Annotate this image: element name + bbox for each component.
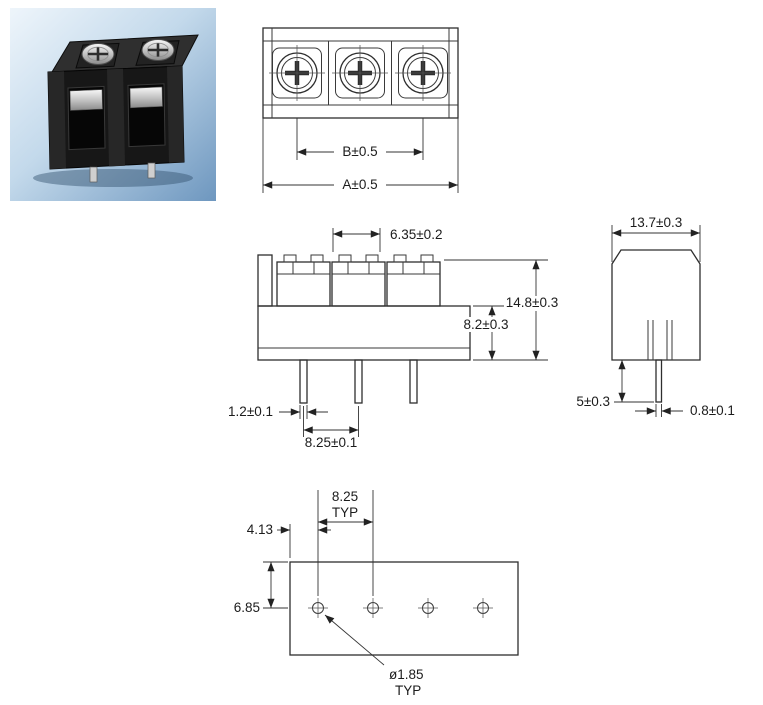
- pin: [89, 166, 98, 183]
- pin: [354, 359, 363, 404]
- dim-row-offset-label: 6.85: [234, 600, 260, 615]
- top-view-body: [262, 27, 459, 119]
- screw-symbol: [395, 45, 451, 101]
- barrier-wall: [167, 66, 184, 163]
- dimension-slot-width: 6.35±0.2: [332, 227, 442, 252]
- dimension-pin-thickness: 0.8±0.1: [635, 403, 735, 418]
- dimension-depth: 13.7±0.3: [611, 215, 701, 262]
- clamp-unit: [331, 254, 386, 307]
- pin: [655, 359, 663, 403]
- front-view: 6.35±0.2 14.8±0.3 8.2±0.3 1.2±0.1: [228, 227, 566, 450]
- clamp-unit: [386, 254, 441, 307]
- dim-depth-label: 13.7±0.3: [630, 215, 682, 230]
- barrier-wall: [48, 71, 66, 169]
- mounting-hole: [473, 598, 493, 618]
- pin: [147, 162, 156, 179]
- dimension-total-height: 14.8±0.3: [444, 259, 566, 361]
- dim-hole-diameter-value: ø1.85: [389, 667, 424, 682]
- dim-pin-thickness-label: 0.8±0.1: [690, 403, 735, 418]
- side-view: 13.7±0.3 5±0.3 0.8±0.1: [576, 215, 735, 418]
- dimension-a: A±0.5: [262, 118, 459, 193]
- dim-hole-pitch-typ: TYP: [332, 505, 358, 520]
- dim-total-height-label: 14.8±0.3: [506, 295, 558, 310]
- footprint-view: 8.25 TYP 4.13 6.85 ø1.85 TYP: [234, 489, 519, 698]
- dimension-pin-pitch: 8.25±0.1: [303, 406, 359, 450]
- dim-hole-pitch-value: 8.25: [332, 489, 358, 504]
- side-view-body: [611, 249, 701, 361]
- screw: [141, 39, 175, 61]
- pin: [299, 359, 308, 404]
- screw-symbol: [269, 45, 325, 101]
- footprint-outline: [289, 561, 519, 656]
- product-photo-image: [10, 8, 216, 201]
- dim-edge-offset-label: 4.13: [247, 522, 273, 537]
- dimension-row-offset: 6.85: [234, 561, 288, 615]
- dim-base-height-label: 8.2±0.3: [464, 317, 509, 332]
- dim-b-label: B±0.5: [342, 144, 377, 159]
- dim-a-label: A±0.5: [342, 177, 377, 192]
- dim-pin-length-label: 5±0.3: [576, 394, 610, 409]
- dim-pin-width-label: 1.2±0.1: [228, 404, 273, 419]
- mounting-hole: [363, 598, 383, 618]
- screw-symbol: [332, 45, 388, 101]
- dimension-base-height: 8.2±0.3: [457, 305, 516, 360]
- hole-diameter-callout: ø1.85 TYP: [324, 614, 424, 698]
- pin: [409, 359, 418, 404]
- mounting-hole: [418, 598, 438, 618]
- dimension-pin-width: 1.2±0.1: [228, 404, 328, 419]
- product-photo: [10, 8, 216, 201]
- dimension-edge-offset: 4.13: [247, 522, 331, 558]
- dim-slot-width-label: 6.35±0.2: [390, 227, 442, 242]
- dimension-b: B±0.5: [296, 118, 424, 160]
- dim-pin-pitch-label: 8.25±0.1: [305, 435, 357, 450]
- dim-hole-diameter-typ: TYP: [395, 683, 421, 698]
- clamp-metal: [69, 89, 103, 111]
- terminal-block: [47, 34, 199, 183]
- screw: [81, 43, 115, 65]
- clamp-metal: [129, 86, 163, 109]
- dimension-hole-pitch: 8.25 TYP: [317, 489, 374, 596]
- barrier-wall: [107, 68, 125, 167]
- top-view: B±0.5 A±0.5: [262, 27, 459, 193]
- front-view-base: [257, 305, 471, 361]
- mounting-hole: [308, 598, 328, 618]
- clamp-unit: [276, 254, 331, 307]
- dimension-pin-length: 5±0.3: [576, 360, 654, 409]
- end-wall: [257, 254, 273, 307]
